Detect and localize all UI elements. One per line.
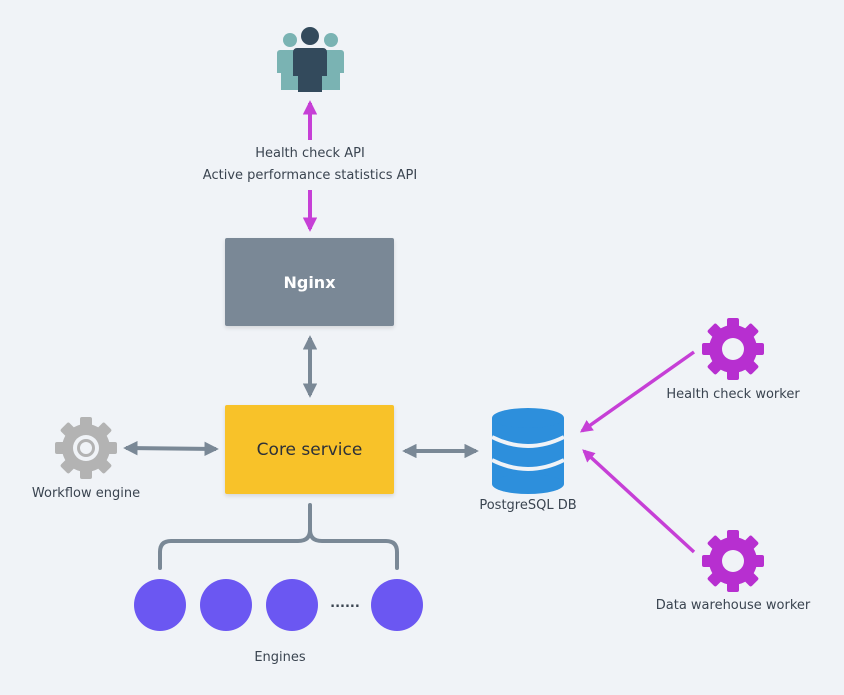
database-icon: [491, 408, 565, 494]
health-check-worker-label: Health check worker: [666, 387, 800, 402]
arrow-warehouse-worker-db: [582, 449, 696, 554]
engines-bracket: [158, 503, 399, 570]
gear-icon: [55, 417, 117, 479]
gear-icon: [702, 318, 764, 380]
engines-label: Engines: [254, 650, 306, 665]
nginx-box: Nginx: [225, 238, 394, 326]
core-service-box: Core service: [225, 405, 394, 494]
core-service-label: Core service: [256, 439, 363, 460]
engines-ellipsis: ......: [330, 596, 360, 611]
engine-circle: [266, 579, 318, 631]
engine-circle: [134, 579, 186, 631]
api-label-health-check: Health check API: [255, 146, 365, 161]
data-warehouse-worker-label: Data warehouse worker: [655, 598, 811, 613]
engine-circle: [200, 579, 252, 631]
engine-circle: [371, 579, 423, 631]
api-label-performance-stats: Active performance statistics API: [202, 168, 418, 183]
users-group-icon: [277, 27, 344, 92]
arrow-workflow-core: [123, 440, 219, 457]
nginx-label: Nginx: [283, 272, 336, 292]
arrow-health-worker-db: [579, 350, 696, 433]
gear-icon: [702, 530, 764, 592]
postgres-db-label: PostgreSQL DB: [479, 498, 577, 513]
workflow-engine-label: Workflow engine: [31, 486, 141, 501]
